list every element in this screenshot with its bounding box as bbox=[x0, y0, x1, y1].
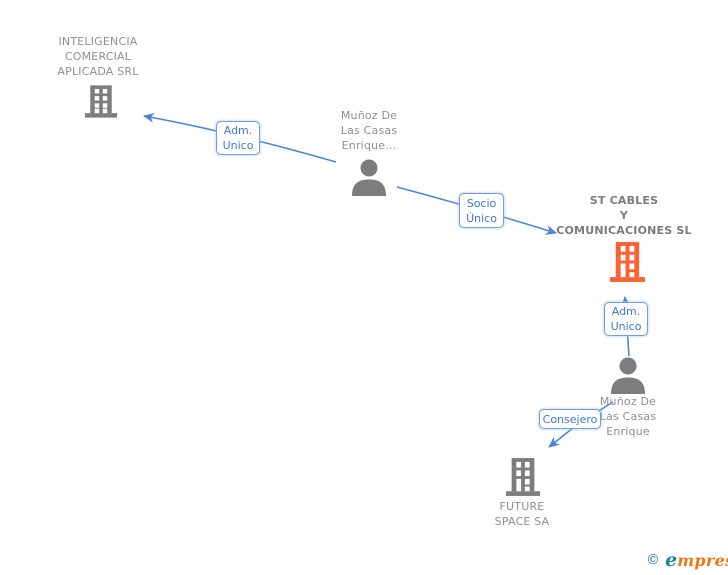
node-label-line: COMERCIAL bbox=[64, 50, 132, 63]
person-icon bbox=[610, 357, 646, 398]
edge-label-adm-unico-bottom: Adm. Unico bbox=[604, 302, 648, 336]
node-label-line: Muñoz De bbox=[340, 109, 398, 122]
node-label: FUTURE SPACE SA bbox=[462, 499, 582, 529]
node-label: Muñoz De Las Casas Enrique bbox=[568, 394, 688, 439]
node-label-line: Enrique... bbox=[341, 139, 397, 152]
node-label-line: SPACE SA bbox=[494, 515, 550, 528]
edge-label-line: Adm. bbox=[611, 305, 641, 318]
node-label-line: COMUNICACIONES SL bbox=[556, 224, 692, 237]
edge-label-socio-unico: Socio Único bbox=[459, 193, 504, 228]
empresia-logo: © empresia bbox=[646, 549, 728, 573]
edge-label-line: Adm. bbox=[223, 124, 253, 137]
logo-letter-e: e bbox=[665, 549, 678, 571]
node-label: Muñoz De Las Casas Enrique... bbox=[309, 108, 429, 153]
edge-label-line: Único bbox=[466, 211, 497, 225]
node-label: ST CABLES Y COMUNICACIONES SL bbox=[549, 193, 699, 238]
node-label-line: Enrique bbox=[606, 425, 650, 438]
node-label-line: Las Casas bbox=[340, 124, 398, 137]
edge-label-line: Socio bbox=[466, 196, 497, 210]
node-label-line: APLICADA SRL bbox=[57, 65, 139, 78]
copyright-icon: © bbox=[646, 552, 660, 568]
edge-label-consejero: Consejero bbox=[539, 409, 601, 429]
node-label-line: Y bbox=[619, 209, 629, 222]
node-label-line: FUTURE bbox=[499, 500, 545, 513]
building-icon bbox=[84, 85, 118, 122]
person-icon bbox=[351, 159, 387, 200]
node-label: INTELIGENCIA COMERCIAL APLICADA SRL bbox=[18, 34, 178, 79]
edge-label-line: Unico bbox=[610, 320, 642, 333]
node-label-line: ST CABLES bbox=[589, 194, 659, 207]
node-label-line: Las Casas bbox=[599, 410, 657, 423]
building-icon-highlighted bbox=[609, 242, 646, 286]
logo-text: mpresia bbox=[677, 551, 728, 570]
edge-label-adm-unico-top: Adm. Unico bbox=[216, 121, 260, 155]
edge-label-line: Unico bbox=[222, 139, 254, 152]
building-icon bbox=[505, 458, 541, 500]
node-label-line: Muñoz De bbox=[599, 395, 657, 408]
edge-label-line: Consejero bbox=[542, 412, 598, 426]
node-label-line: INTELIGENCIA bbox=[58, 35, 138, 48]
